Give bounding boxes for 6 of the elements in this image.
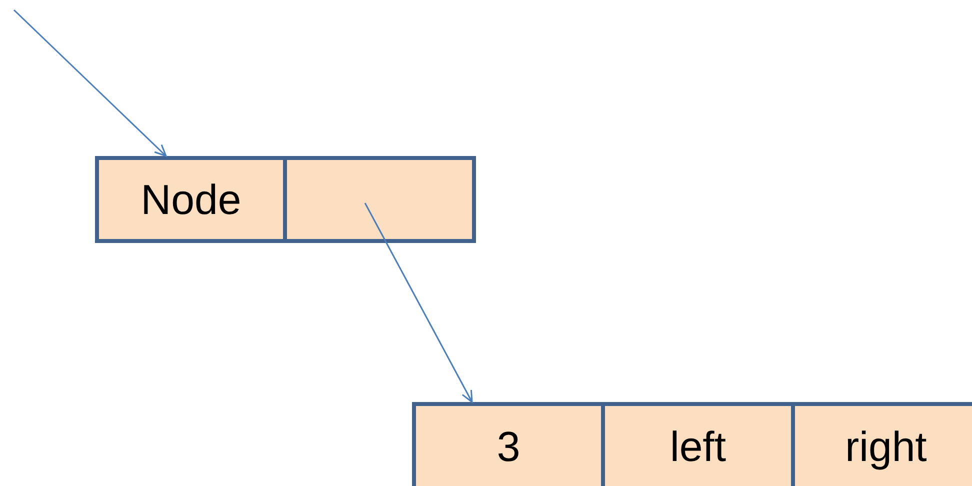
arrow [13,9,167,157]
cell-text: right [845,426,927,468]
cell-text: left [670,426,726,468]
cell-text: Node [140,178,242,220]
cell-text: 3 [496,426,520,468]
arrow [364,202,473,403]
